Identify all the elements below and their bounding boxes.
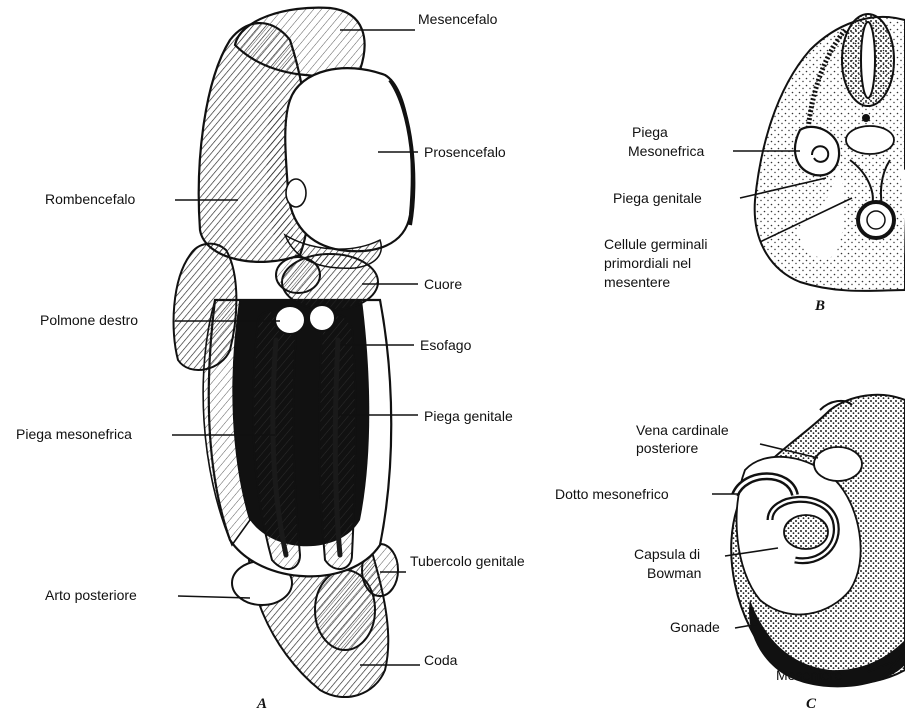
label-b-piega-genitale: Piega genitale	[613, 190, 702, 206]
glomerulus	[784, 515, 828, 549]
posterior-cardinal-vein	[814, 447, 862, 481]
label-c-dotto: Dotto mesonefrico	[555, 486, 669, 502]
label-polmone-destro: Polmone destro	[40, 312, 138, 328]
label-tubercolo-genitale: Tubercolo genitale	[410, 553, 525, 569]
label-arto-posteriore: Arto posteriore	[45, 587, 137, 603]
fore-limb	[174, 244, 237, 370]
label-cuore: Cuore	[424, 276, 462, 292]
label-b-piega-1: Piega	[632, 124, 668, 140]
label-b-cellule-2: primordiali nel	[604, 255, 691, 271]
label-b-cellule-1: Cellule germinali	[604, 236, 708, 252]
label-prosencefalo: Prosencefalo	[424, 144, 506, 160]
label-c-mesentere: Mesentere	[776, 667, 842, 683]
prosencephalon	[285, 68, 411, 251]
panel-letter-c: C	[806, 696, 817, 712]
label-c-capsula-1: Capsula di	[634, 546, 700, 562]
label-c-vena-2: posteriore	[636, 440, 698, 456]
panel-letter-b: B	[814, 298, 825, 314]
label-c-gonade: Gonade	[670, 619, 720, 635]
label-b-cellule-3: mesentere	[604, 274, 670, 290]
label-rombencefalo: Rombencefalo	[45, 191, 135, 207]
panel-b-drawing	[755, 14, 905, 291]
panel-a-drawing	[174, 8, 414, 697]
label-b-piega-2: Mesonefrica	[628, 143, 704, 159]
panel-letter-a: A	[256, 696, 267, 712]
right-lung	[275, 306, 305, 334]
label-piega-mesonefrica: Piega mesonefrica	[16, 426, 132, 442]
label-esofago: Esofago	[420, 337, 472, 353]
panel-c-drawing	[731, 395, 905, 688]
label-c-capsula-2: Bowman	[647, 565, 701, 581]
label-c-vena-1: Vena cardinale	[636, 422, 729, 438]
label-piega-genitale: Piega genitale	[424, 408, 513, 424]
label-coda: Coda	[424, 652, 458, 668]
label-mesencefalo: Mesencefalo	[418, 11, 498, 27]
